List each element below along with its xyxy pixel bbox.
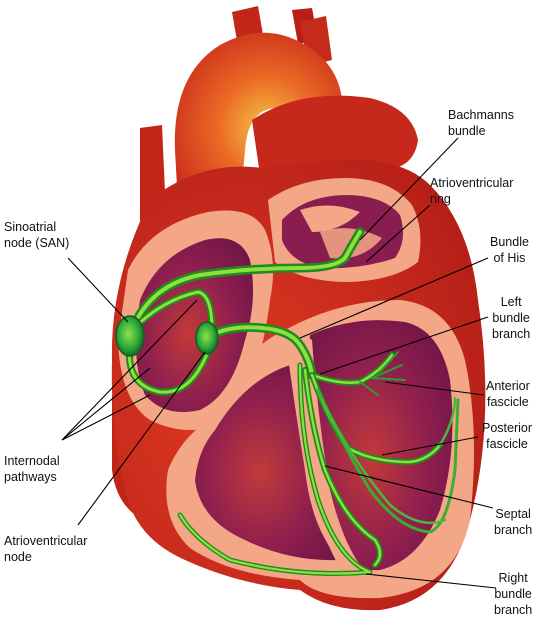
label-line: ring xyxy=(430,192,451,206)
valve-ring xyxy=(300,205,360,232)
label-line: Sinoatrial xyxy=(4,220,57,234)
label-line: of His xyxy=(493,251,526,265)
leader-septal xyxy=(324,465,494,509)
right-atrium-cavity xyxy=(136,238,254,413)
label-sinoatrial-node: Sinoatrial node (SAN) xyxy=(4,219,69,251)
leader-av-node xyxy=(77,351,206,526)
label-atrioventricular-node: Atrioventricular node xyxy=(4,533,87,565)
label-line: node (SAN) xyxy=(4,236,70,250)
label-line: Bundle xyxy=(490,235,529,249)
leader-lines xyxy=(61,137,497,589)
leader-posterior xyxy=(381,436,479,456)
label-line: Posterior xyxy=(482,421,533,435)
right-ventricle-cavity xyxy=(195,365,340,561)
label-posterior-fascicle: Posterior fascicle xyxy=(482,420,532,452)
label-line: branch xyxy=(492,327,531,341)
leader-anterior xyxy=(384,381,485,396)
leader-left-branch xyxy=(319,316,489,375)
label-line: Anterior xyxy=(486,379,530,393)
leader-internodal-3 xyxy=(61,394,151,441)
label-line: bundle xyxy=(448,124,486,138)
leader-sinoatrial xyxy=(67,257,129,323)
pulmonary-artery xyxy=(252,95,418,175)
sinoatrial-node xyxy=(115,315,145,357)
interventricular-septum xyxy=(285,333,360,568)
label-bachmanns-bundle: Bachmanns bundle xyxy=(448,107,514,139)
label-line: Bachmanns xyxy=(448,108,515,122)
label-anterior-fascicle: Anterior fascicle xyxy=(486,378,530,410)
label-left-bundle-branch: Left bundle branch xyxy=(492,294,530,342)
atrioventricular-node xyxy=(195,321,219,355)
leader-his xyxy=(299,257,489,339)
label-line: bundle xyxy=(492,311,530,325)
label-line: branch xyxy=(494,603,533,617)
leader-av-ring xyxy=(365,204,431,263)
label-line: Atrioventricular xyxy=(430,176,514,190)
conduction-system xyxy=(125,227,460,576)
label-line: Right xyxy=(498,571,528,585)
leader-bachmann xyxy=(359,137,459,241)
label-right-bundle-branch: Right bundle branch xyxy=(494,570,532,618)
leader-right-branch xyxy=(365,573,497,589)
label-line: pathways xyxy=(4,470,57,484)
leader-internodal-2 xyxy=(61,299,198,441)
label-line: Left xyxy=(500,295,522,309)
label-line: bundle xyxy=(494,587,532,601)
label-septal-branch: Septal branch xyxy=(494,506,532,538)
aorta xyxy=(174,32,343,205)
label-line: node xyxy=(4,550,32,564)
label-line: Atrioventricular xyxy=(4,534,88,548)
label-atrioventricular-ring: Atrioventricular ring xyxy=(430,175,513,207)
label-line: fascicle xyxy=(487,395,529,409)
label-line: Septal xyxy=(495,507,531,521)
leader-internodal-1 xyxy=(61,367,151,441)
label-line: Internodal xyxy=(4,454,60,468)
label-line: fascicle xyxy=(486,437,528,451)
label-line: branch xyxy=(494,523,533,537)
label-internodal-pathways: Internodal pathways xyxy=(4,453,60,485)
label-bundle-of-his: Bundle of His xyxy=(490,234,529,266)
